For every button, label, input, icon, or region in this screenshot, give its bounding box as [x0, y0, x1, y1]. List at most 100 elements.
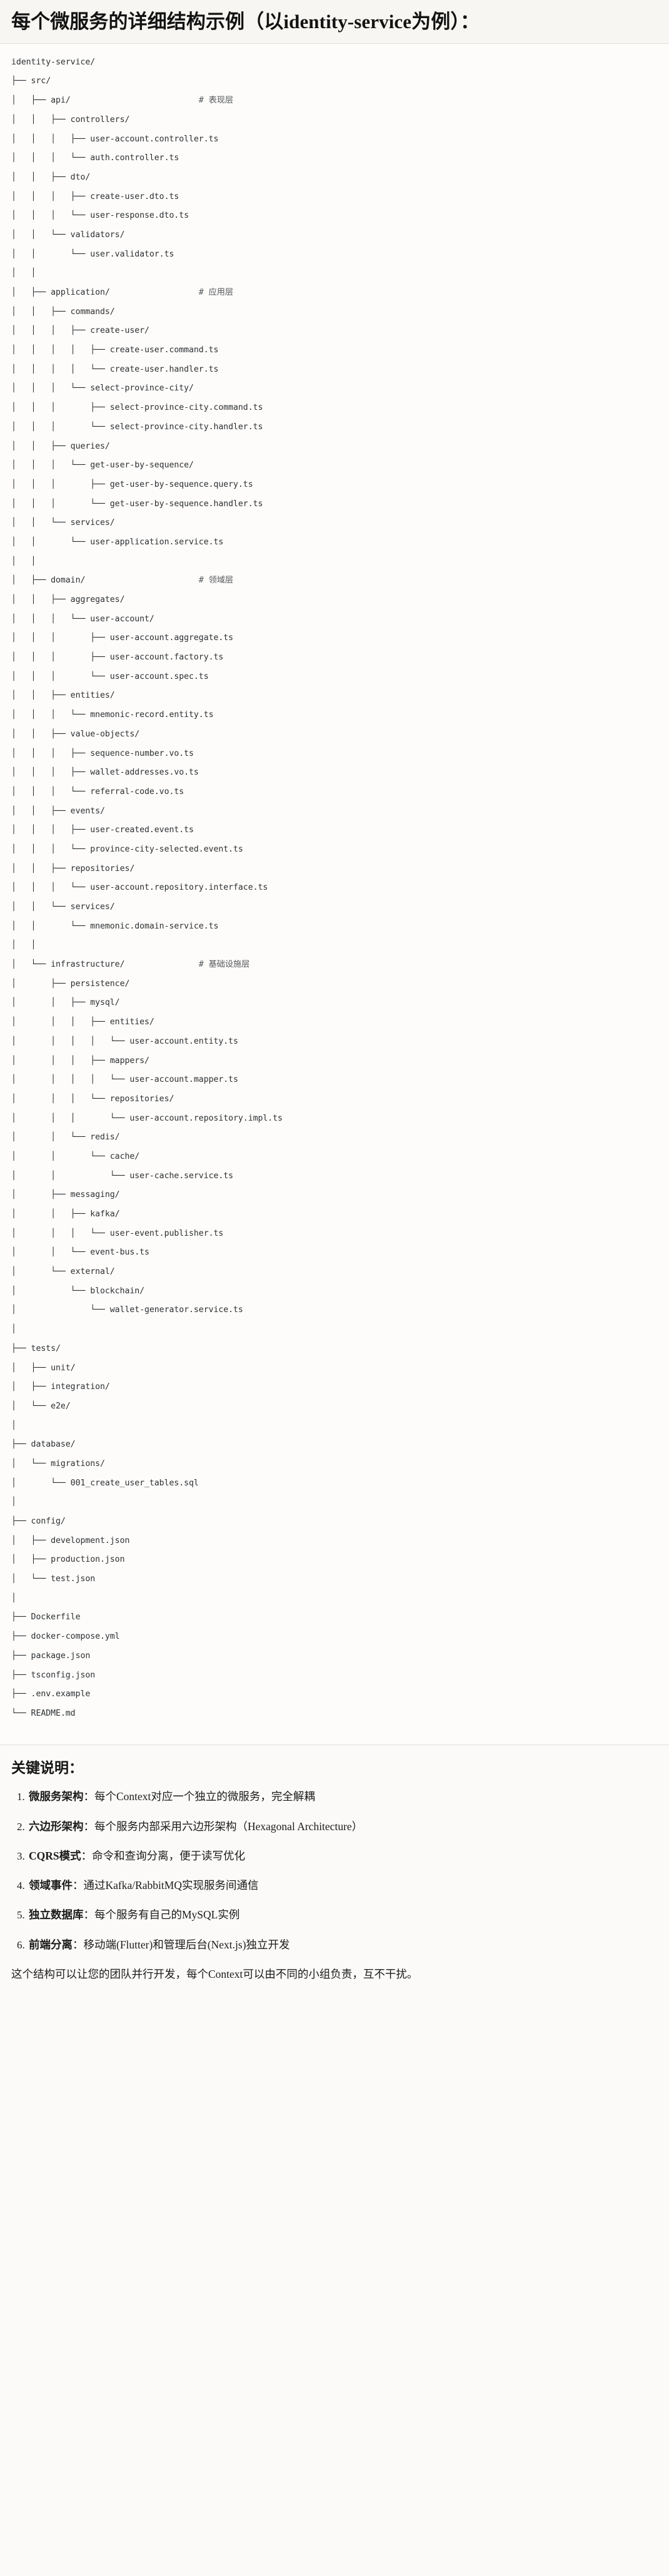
directory-tree-block: identity-service/ ├── src/ │ ├── api/ # … — [0, 43, 669, 1745]
tree-line: │ ├── unit/ — [11, 1363, 76, 1373]
tree-line: │ — [11, 1593, 16, 1603]
key-note-description: 命令和查询分离，便于读写优化 — [92, 1849, 246, 1862]
tree-line: │ │ └── services/ — [11, 902, 115, 912]
tree-line: │ └── external/ — [11, 1267, 115, 1277]
tree-line: │ │ │ └── referral-code.vo.ts — [11, 787, 184, 797]
tree-line: │ │ — [11, 556, 36, 566]
tree-line: │ │ │ └── user-account.repository.impl.t… — [11, 1113, 283, 1123]
tree-line-comment: # 基础设施层 — [198, 960, 250, 970]
tree-line: ├── config/ — [11, 1517, 66, 1526]
tree-line: │ │ └── user-application.service.ts — [11, 537, 224, 547]
tree-line: │ │ │ └── repositories/ — [11, 1094, 174, 1104]
tree-line: │ ├── application/ # 应用层 — [11, 288, 658, 297]
key-note-description: 每个服务内部采用六边形架构（Hexagonal Architecture） — [94, 1820, 363, 1833]
tree-line: │ │ └── redis/ — [11, 1133, 120, 1143]
tree-line: │ │ ├── dto/ — [11, 172, 91, 182]
tree-line: │ ├── development.json — [11, 1535, 130, 1545]
tree-line: │ │ │ ├── user-created.event.ts — [11, 825, 194, 835]
key-note-description: 每个服务有自己的MySQL实例 — [94, 1908, 240, 1922]
tree-line: │ │ │ ├── create-user.dto.ts — [11, 191, 179, 201]
tree-line-path: │ ├── application/ — [11, 288, 199, 297]
tree-line: │ │ │ │ └── user-account.entity.ts — [11, 1036, 238, 1046]
tree-line: │ │ └── event-bus.ts — [11, 1248, 149, 1258]
key-note-item: 前端分离：移动端(Flutter)和管理后台(Next.js)独立开发 — [28, 1937, 658, 1953]
tree-line: │ │ │ └── get-user-by-sequence.handler.t… — [11, 499, 263, 509]
tree-line: │ │ │ └── user-response.dto.ts — [11, 211, 189, 221]
tree-line: │ │ │ ├── select-province-city.command.t… — [11, 403, 263, 413]
key-note-separator: ： — [83, 1908, 95, 1922]
tree-line: │ │ │ └── province-city-selected.event.t… — [11, 844, 243, 854]
tree-line: │ │ │ ├── mappers/ — [11, 1056, 149, 1066]
key-note-description: 通过Kafka/RabbitMQ实现服务间通信 — [83, 1879, 259, 1892]
tree-line: ├── package.json — [11, 1651, 91, 1661]
key-note-item: 六边形架构：每个服务内部采用六边形架构（Hexagonal Architectu… — [28, 1818, 658, 1835]
key-note-term: CQRS模式 — [29, 1849, 81, 1862]
key-note-item: CQRS模式：命令和查询分离，便于读写优化 — [28, 1848, 658, 1864]
tree-line-path: │ ├── domain/ — [11, 576, 199, 586]
tree-line: identity-service/ — [11, 57, 96, 67]
tree-line: │ ├── integration/ — [11, 1382, 110, 1392]
tree-line: ├── .env.example — [11, 1689, 91, 1699]
tree-line: │ │ │ ├── wallet-addresses.vo.ts — [11, 768, 199, 778]
key-notes-list: 微服务架构：每个Context对应一个独立的微服务，完全解耦六边形架构：每个服务… — [11, 1788, 658, 1953]
tree-line: │ └── wallet-generator.service.ts — [11, 1305, 243, 1315]
tree-line: │ │ └── cache/ — [11, 1151, 140, 1161]
key-note-separator: ： — [73, 1879, 84, 1892]
key-note-separator: ： — [73, 1938, 84, 1951]
tree-line: │ │ — [11, 940, 36, 950]
tree-line-comment: # 表现层 — [198, 96, 234, 106]
tree-line: │ │ │ └── user-event.publisher.ts — [11, 1228, 224, 1238]
tree-line: │ │ ├── entities/ — [11, 691, 115, 701]
tree-line: │ │ └── validators/ — [11, 230, 125, 240]
tree-line: │ └── migrations/ — [11, 1459, 105, 1469]
tree-line: │ — [11, 1325, 16, 1335]
tree-line: │ │ │ └── select-province-city/ — [11, 384, 194, 394]
tree-line: │ │ ├── value-objects/ — [11, 729, 140, 739]
tree-line: │ │ ├── queries/ — [11, 441, 110, 451]
tree-line-path: │ └── infrastructure/ — [11, 960, 199, 970]
tree-line: │ │ └── services/ — [11, 518, 115, 528]
tree-line: │ │ │ └── select-province-city.handler.t… — [11, 422, 263, 432]
tree-line: │ │ │ ├── entities/ — [11, 1017, 154, 1027]
tree-line: │ │ ├── commands/ — [11, 307, 115, 317]
tree-line: │ │ — [11, 268, 36, 278]
tree-line: │ │ │ └── user-account.repository.interf… — [11, 883, 268, 893]
tree-line: │ │ ├── events/ — [11, 806, 105, 816]
key-note-separator: ： — [83, 1820, 95, 1833]
tree-line: │ │ │ └── user-account.spec.ts — [11, 671, 209, 681]
tree-line: │ └── test.json — [11, 1574, 96, 1584]
key-note-separator: ： — [81, 1849, 93, 1862]
tree-line: │ │ │ └── mnemonic-record.entity.ts — [11, 710, 214, 720]
tree-line: │ │ │ ├── sequence-number.vo.ts — [11, 748, 194, 758]
tree-line: │ — [11, 1497, 16, 1507]
tree-line: │ │ └── mnemonic.domain-service.ts — [11, 921, 219, 931]
tree-line: │ │ ├── controllers/ — [11, 115, 130, 125]
tree-line: │ │ │ └── auth.controller.ts — [11, 153, 179, 163]
header-band: 每个微服务的详细结构示例（以identity-service为例）： — [0, 0, 669, 44]
tree-line: │ │ ├── kafka/ — [11, 1209, 120, 1219]
closing-paragraph: 这个结构可以让您的团队并行开发，每个Context可以由不同的小组负责，互不干扰… — [11, 1967, 418, 1980]
key-note-term: 独立数据库 — [29, 1908, 84, 1922]
tree-line: │ │ │ └── get-user-by-sequence/ — [11, 461, 194, 471]
tree-line: │ └── e2e/ — [11, 1401, 71, 1411]
tree-line: ├── database/ — [11, 1440, 76, 1450]
key-note-term: 六边形架构 — [29, 1820, 84, 1833]
tree-line: │ │ ├── aggregates/ — [11, 595, 125, 604]
tree-line: │ — [11, 1420, 16, 1430]
tree-line: │ └── 001_create_user_tables.sql — [11, 1478, 199, 1488]
tree-line: │ ├── domain/ # 领域层 — [11, 576, 658, 585]
tree-line: │ │ ├── repositories/ — [11, 863, 135, 873]
key-note-separator: ： — [83, 1790, 95, 1803]
key-note-term: 微服务架构 — [29, 1790, 84, 1803]
key-notes-title: 关键说明： — [11, 1759, 83, 1776]
tree-line-path: │ ├── api/ — [11, 96, 199, 106]
tree-line: │ │ └── user.validator.ts — [11, 249, 174, 259]
key-note-description: 每个Context对应一个独立的微服务，完全解耦 — [94, 1790, 315, 1803]
tree-line: ├── Dockerfile — [11, 1612, 81, 1622]
tree-line-comment: # 应用层 — [198, 288, 234, 297]
tree-line: │ ├── messaging/ — [11, 1190, 120, 1200]
tree-line: │ └── infrastructure/ # 基础设施层 — [11, 960, 658, 969]
tree-line: │ ├── api/ # 表现层 — [11, 96, 658, 105]
key-note-term: 领域事件 — [29, 1879, 73, 1892]
